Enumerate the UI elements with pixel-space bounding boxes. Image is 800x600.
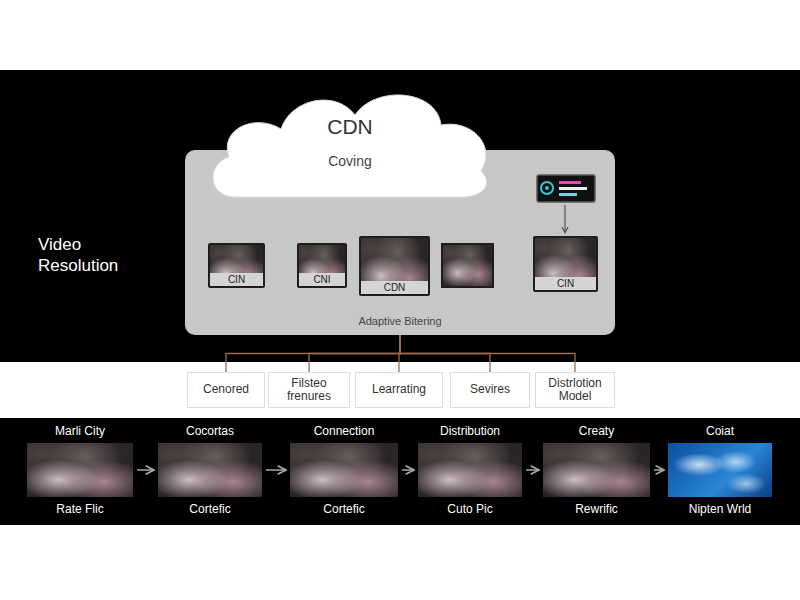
node-text: Adaptive Bitering [185,315,615,327]
pipeline-step: ConnectionCortefic [290,443,398,497]
node-text: Marli City [15,424,145,438]
feature-box: Distrlotion Model [535,372,615,408]
node-text: Distrlotion Model [540,377,610,403]
node-text: CDN [361,281,428,294]
pipeline-step: Marli CityRate Flic [27,443,133,497]
monitor-icon [535,173,599,237]
node-text: Cenored [203,383,249,396]
video-thumbnail: CNI [297,243,347,288]
feature-box: Sevires [450,372,530,408]
pipeline-step: DistributionCuto Pic [418,443,522,497]
node-text: Creaty [531,424,662,438]
feature-box: Filsteo frenures [268,372,350,408]
node-text: Distribution [406,424,534,438]
connector [654,469,664,471]
node-text: CIN [535,277,596,290]
connector [400,335,575,372]
node-text: Cortefic [278,502,410,516]
node-text: Rewrific [531,502,662,516]
node-text: CDN [327,115,373,139]
video-thumbnail: CIN [533,236,598,292]
connector [402,469,414,471]
connector [226,335,400,372]
pipeline-step: CoiatNipten Wrld [668,443,772,497]
cdn-cloud: CDN Coving [205,85,495,200]
node-text: CNI [299,273,345,286]
node-text: Coiat [656,424,784,438]
pipeline-step: CocortasCortefic [158,443,262,497]
node-text: Learrating [372,383,426,396]
cloud-shape [205,85,495,200]
side-label: Video Resolution [38,234,133,276]
video-thumbnail: CDN [359,236,430,296]
node-text: Cocortas [146,424,274,438]
connector [266,469,286,471]
connector [309,335,400,372]
pipeline-step: CreatyRewrific [543,443,650,497]
feature-box: Cenored [187,372,265,408]
connector [137,469,154,471]
node-text: Nipten Wrld [656,502,784,516]
video-thumbnail [441,243,494,288]
video-thumbnail: CIN [208,243,265,288]
node-text: Filsteo frenures [273,377,345,403]
node-text: Sevires [470,383,510,396]
connector [526,469,539,471]
node-text: Coving [328,153,372,170]
node-text: Cortefic [146,502,274,516]
node-text: Connection [278,424,410,438]
node-text: Rate Flic [15,502,145,516]
node-text: CIN [210,273,263,286]
feature-box: Learrating [355,372,443,408]
node-text: Cuto Pic [406,502,534,516]
